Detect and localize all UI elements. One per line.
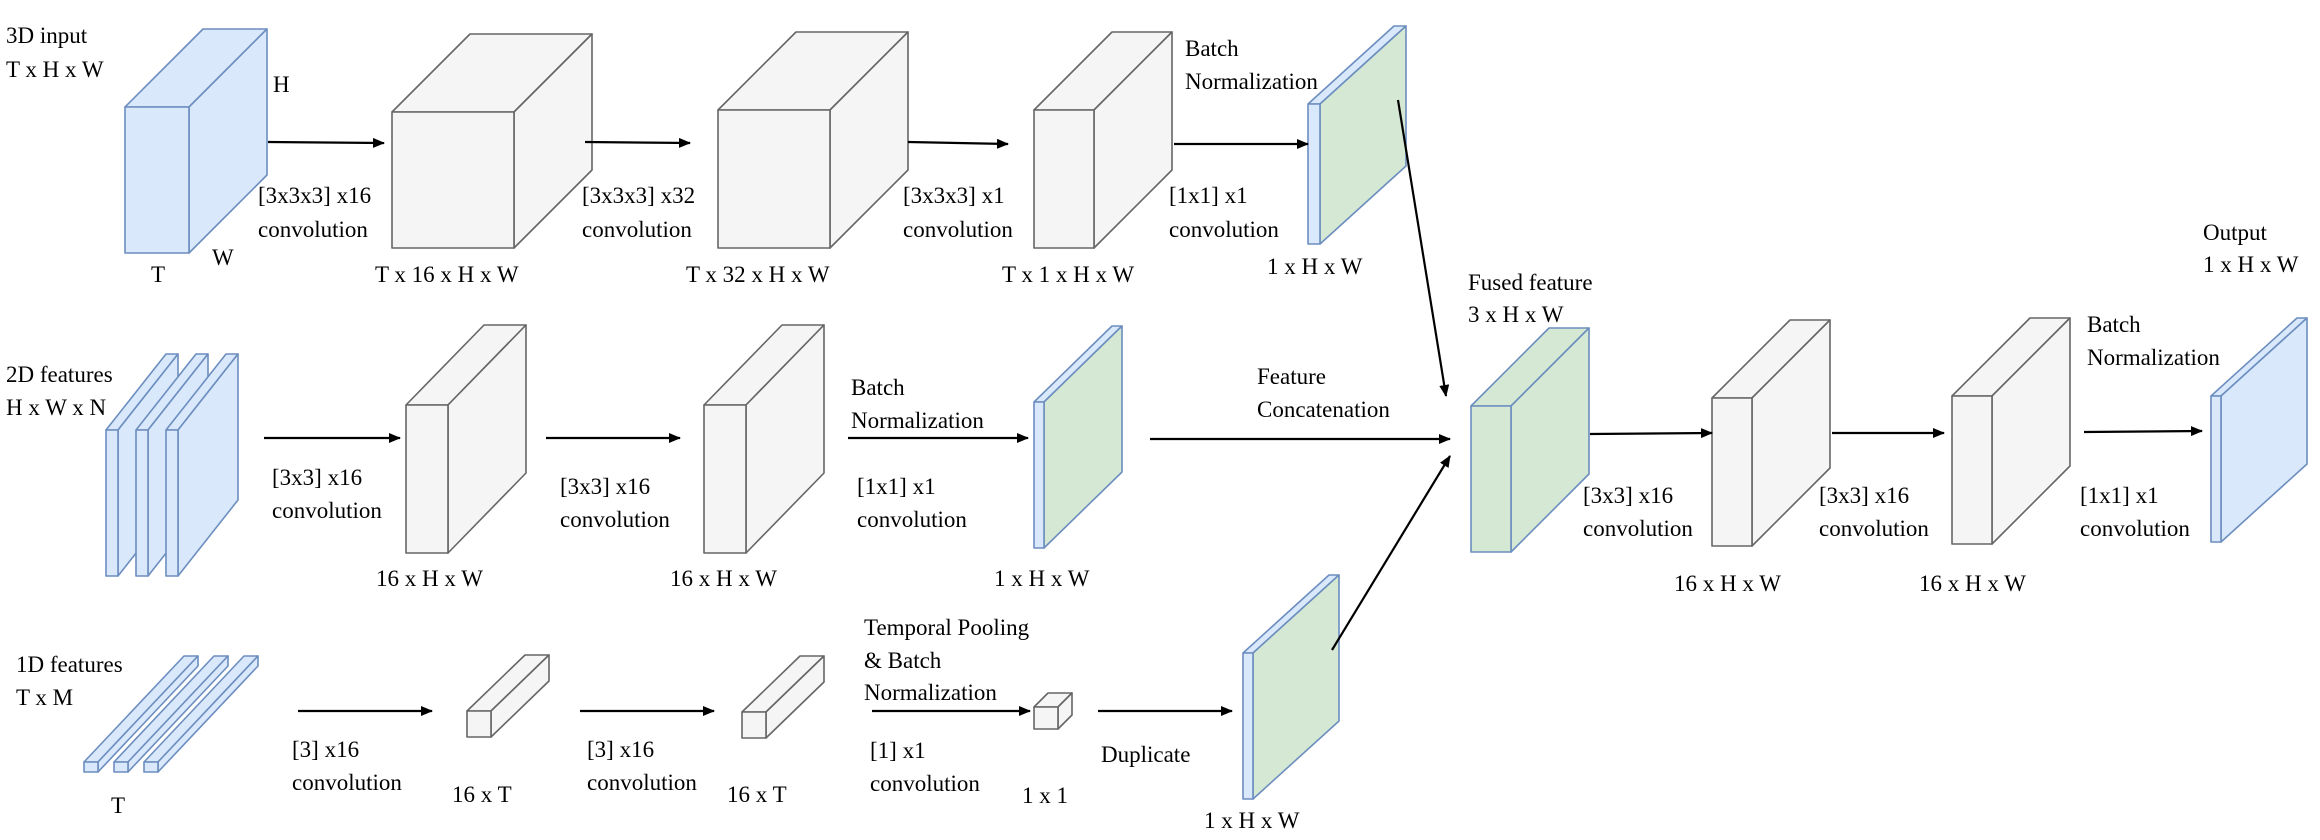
conv-3d-2-type: convolution — [582, 217, 692, 242]
pool-line2: & Batch — [864, 648, 942, 673]
conv-1d-2-kernel: [3] x16 — [587, 737, 654, 762]
shape-3d-1: T x 16 x H x W — [375, 262, 519, 287]
conv-3d-2-kernel: [3x3x3] x32 — [582, 183, 695, 208]
conv-1d-3-type: convolution — [870, 771, 980, 796]
pool-line1: Temporal Pooling — [864, 615, 1030, 640]
arrow-fusion-conv1 — [1589, 428, 1713, 439]
fused-feature-block — [1470, 327, 1590, 553]
bn-3d-output-block — [1307, 25, 1407, 245]
shape-1d-2: 16 x T — [727, 782, 787, 807]
arrow-3d-to-fusion — [1396, 99, 1450, 397]
conv-1d-1-kernel: [3] x16 — [292, 737, 359, 762]
conv-3d-1-block — [391, 33, 593, 249]
input-3d-dim-h: H — [273, 72, 290, 97]
conv-2d-3-kernel: [1x1] x1 — [857, 474, 936, 499]
input-2d-shape: H x W x N — [6, 395, 106, 420]
conv-1d-1-block — [466, 654, 550, 738]
shape-1d-1: 16 x T — [452, 782, 512, 807]
conv-1d-2-block — [741, 655, 825, 739]
conv-3d-1-type: convolution — [258, 217, 368, 242]
output-title: Output — [2203, 220, 2268, 245]
conv-3d-2-block — [717, 31, 909, 249]
arrow-3d-conv1 — [267, 137, 385, 148]
conv-fuse-3-kernel: [1x1] x1 — [2080, 483, 2159, 508]
conv-1d-2-type: convolution — [587, 770, 697, 795]
bn-3d-line1: Batch — [1185, 36, 1239, 61]
shape-3d-2: T x 32 x H x W — [686, 262, 830, 287]
feature-blocks — [83, 25, 2308, 800]
input-2d-title: 2D features — [6, 362, 113, 387]
conv-1d-3-kernel: [1] x1 — [870, 738, 926, 763]
bn-2d-line2: Normalization — [851, 408, 984, 433]
pool-line3: Normalization — [864, 680, 997, 705]
concat-line2: Concatenation — [1257, 397, 1390, 422]
input-3d-block — [124, 28, 268, 254]
input-2d-slice-3 — [165, 353, 239, 577]
input-1d-bar-2 — [113, 655, 229, 773]
conv-2d-1-kernel: [3x3] x16 — [272, 465, 362, 490]
conv-2d-2-block — [703, 324, 825, 554]
bn-fuse-line1: Batch — [2087, 312, 2141, 337]
fused-title: Fused feature — [1468, 270, 1593, 295]
shape-3d-3: T x 1 x H x W — [1002, 262, 1134, 287]
shape-fuse-2: 16 x H x W — [1919, 571, 2026, 596]
fused-shape: 3 x H x W — [1468, 302, 1564, 327]
conv-fuse-1-kernel: [3x3] x16 — [1583, 483, 1673, 508]
conv-fuse-1-block — [1711, 319, 1831, 547]
pool-1d-block — [1033, 692, 1073, 730]
shape-2d-3: 1 x H x W — [994, 566, 1090, 591]
conv-fuse-2-block — [1951, 317, 2071, 545]
input-3d-dim-w: W — [212, 245, 234, 270]
shape-1d-3: 1 x 1 — [1022, 783, 1068, 808]
duplicate-label: Duplicate — [1101, 742, 1190, 767]
input-1d-dim-t: T — [111, 793, 125, 818]
conv-3d-3-block — [1033, 31, 1173, 249]
output-shape: 1 x H x W — [2203, 252, 2299, 277]
conv-fuse-3-type: convolution — [2080, 516, 2190, 541]
input-1d-shape: T x M — [16, 685, 73, 710]
input-1d-title: 1D features — [16, 652, 123, 677]
conv-2d-2-kernel: [3x3] x16 — [560, 474, 650, 499]
input-3d-shape: T x H x W — [6, 57, 104, 82]
shape-fuse-1: 16 x H x W — [1674, 571, 1781, 596]
bn-2d-line1: Batch — [851, 375, 905, 400]
conv-fuse-2-kernel: [3x3] x16 — [1819, 483, 1909, 508]
arrow-fusion-conv3 — [2083, 426, 2203, 437]
bn-3d-line2: Normalization — [1185, 69, 1318, 94]
conv-2d-2-type: convolution — [560, 507, 670, 532]
conv-2d-3-type: convolution — [857, 507, 967, 532]
conv-3d-4-type: convolution — [1169, 217, 1279, 242]
conv-1d-1-type: convolution — [292, 770, 402, 795]
shape-3d-4: 1 x H x W — [1267, 254, 1363, 279]
arrow-1d-to-fusion — [1331, 455, 1451, 651]
conv-2d-1-block — [405, 324, 527, 554]
input-1d-bar-3 — [143, 655, 259, 773]
output-block — [2210, 317, 2308, 543]
labels: 3D input T x H x W H W T [3x3x3] x16 con… — [6, 23, 2299, 833]
conv-2d-1-type: convolution — [272, 498, 382, 523]
input-3d-title: 3D input — [6, 23, 88, 48]
conv-3d-3-type: convolution — [903, 217, 1013, 242]
conv-fuse-1-type: convolution — [1583, 516, 1693, 541]
conv-3d-1-kernel: [3x3x3] x16 — [258, 183, 371, 208]
shape-1d-4: 1 x H x W — [1204, 808, 1300, 833]
bn-fuse-line2: Normalization — [2087, 345, 2220, 370]
duplicate-output-block — [1242, 574, 1340, 800]
bn-2d-output-block — [1033, 325, 1123, 549]
conv-fuse-2-type: convolution — [1819, 516, 1929, 541]
concat-line1: Feature — [1257, 364, 1326, 389]
arrow-3d-conv3 — [907, 138, 1009, 149]
conv-3d-4-kernel: [1x1] x1 — [1169, 183, 1248, 208]
shape-2d-1: 16 x H x W — [376, 566, 483, 591]
input-1d-bar-1 — [83, 655, 199, 773]
arrows — [264, 99, 2203, 716]
input-3d-dim-t: T — [151, 262, 165, 287]
arrow-3d-conv2 — [584, 137, 691, 148]
shape-2d-2: 16 x H x W — [670, 566, 777, 591]
conv-3d-3-kernel: [3x3x3] x1 — [903, 183, 1005, 208]
